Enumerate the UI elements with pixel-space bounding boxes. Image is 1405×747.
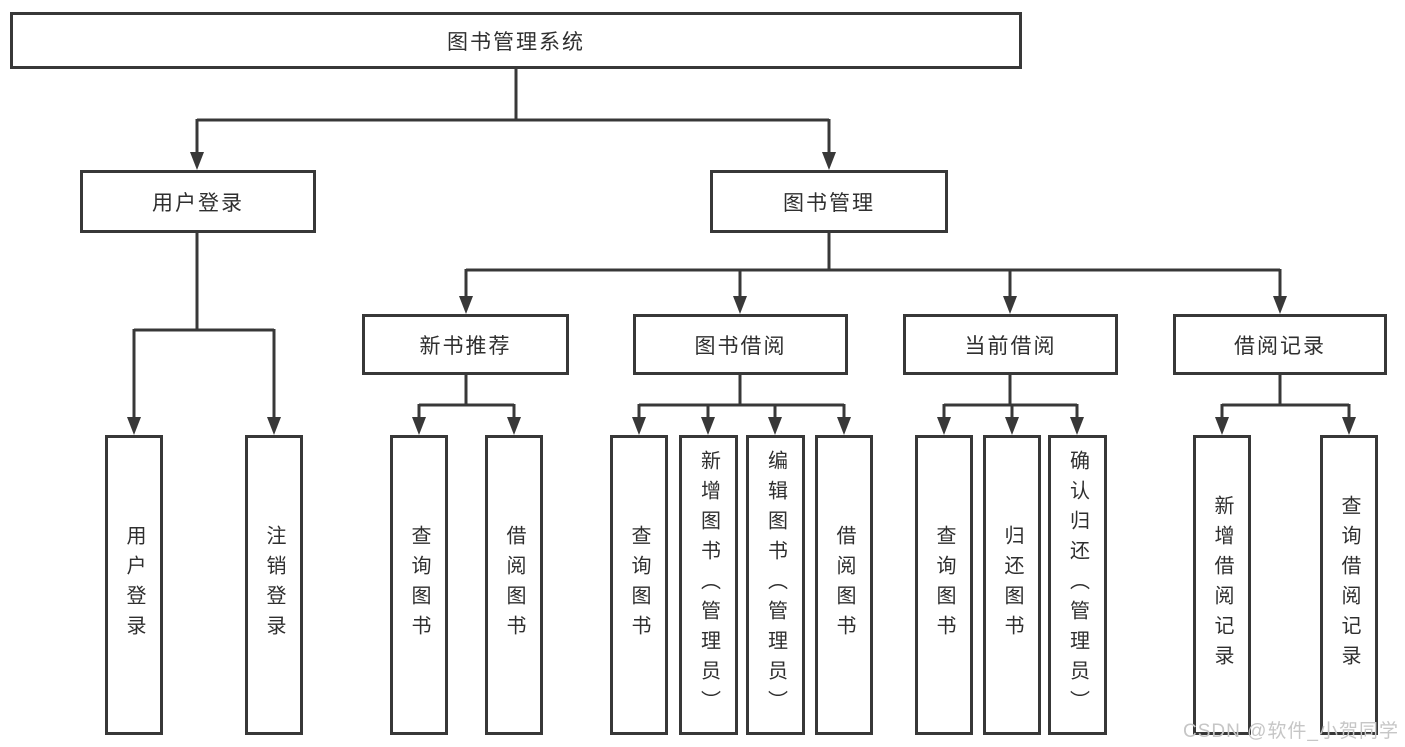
leaf-return-books: 归还图书 <box>983 435 1041 735</box>
leaf-borrow-books-recommend: 借阅图书 <box>485 435 543 735</box>
node-borrow-records: 借阅记录 <box>1173 314 1387 375</box>
leaf-query-books-current: 查询图书 <box>915 435 973 735</box>
leaf-confirm-return-admin-label: 确认归还（管理员） <box>1066 450 1089 720</box>
leaf-logout-label: 注销登录 <box>263 525 285 645</box>
node-new-book-recommend: 新书推荐 <box>362 314 569 375</box>
leaf-add-borrow-record: 新增借阅记录 <box>1193 435 1251 735</box>
leaf-borrow-books-recommend-label: 借阅图书 <box>503 525 525 645</box>
node-library-system: 图书管理系统 <box>10 12 1022 69</box>
leaf-query-books-current-label: 查询图书 <box>933 525 955 645</box>
leaf-borrow-books: 借阅图书 <box>815 435 873 735</box>
node-book-management-branch: 图书管理 <box>710 170 948 233</box>
node-user-login-branch: 用户登录 <box>80 170 316 233</box>
leaf-add-book-admin-label: 新增图书（管理员） <box>697 450 720 720</box>
leaf-query-borrow-record: 查询借阅记录 <box>1320 435 1378 735</box>
leaf-return-books-label: 归还图书 <box>1001 525 1023 645</box>
leaf-add-book-admin: 新增图书（管理员） <box>679 435 738 735</box>
csdn-watermark: CSDN @软件_小贺同学 <box>1183 721 1399 742</box>
leaf-borrow-books-label: 借阅图书 <box>833 525 855 645</box>
leaf-user-login-label: 用户登录 <box>123 525 145 645</box>
leaf-query-books-borrow-label: 查询图书 <box>628 525 650 645</box>
leaf-query-books-recommend: 查询图书 <box>390 435 448 735</box>
leaf-query-borrow-record-label: 查询借阅记录 <box>1338 495 1360 675</box>
leaf-query-books-borrow: 查询图书 <box>610 435 668 735</box>
leaf-user-login: 用户登录 <box>105 435 163 735</box>
node-book-borrow: 图书借阅 <box>633 314 848 375</box>
leaf-edit-book-admin-label: 编辑图书（管理员） <box>764 450 787 720</box>
leaf-add-borrow-record-label: 新增借阅记录 <box>1211 495 1233 675</box>
node-current-borrow: 当前借阅 <box>903 314 1118 375</box>
leaf-logout: 注销登录 <box>245 435 303 735</box>
leaf-query-books-recommend-label: 查询图书 <box>408 525 430 645</box>
leaf-confirm-return-admin: 确认归还（管理员） <box>1048 435 1107 735</box>
leaf-edit-book-admin: 编辑图书（管理员） <box>746 435 805 735</box>
